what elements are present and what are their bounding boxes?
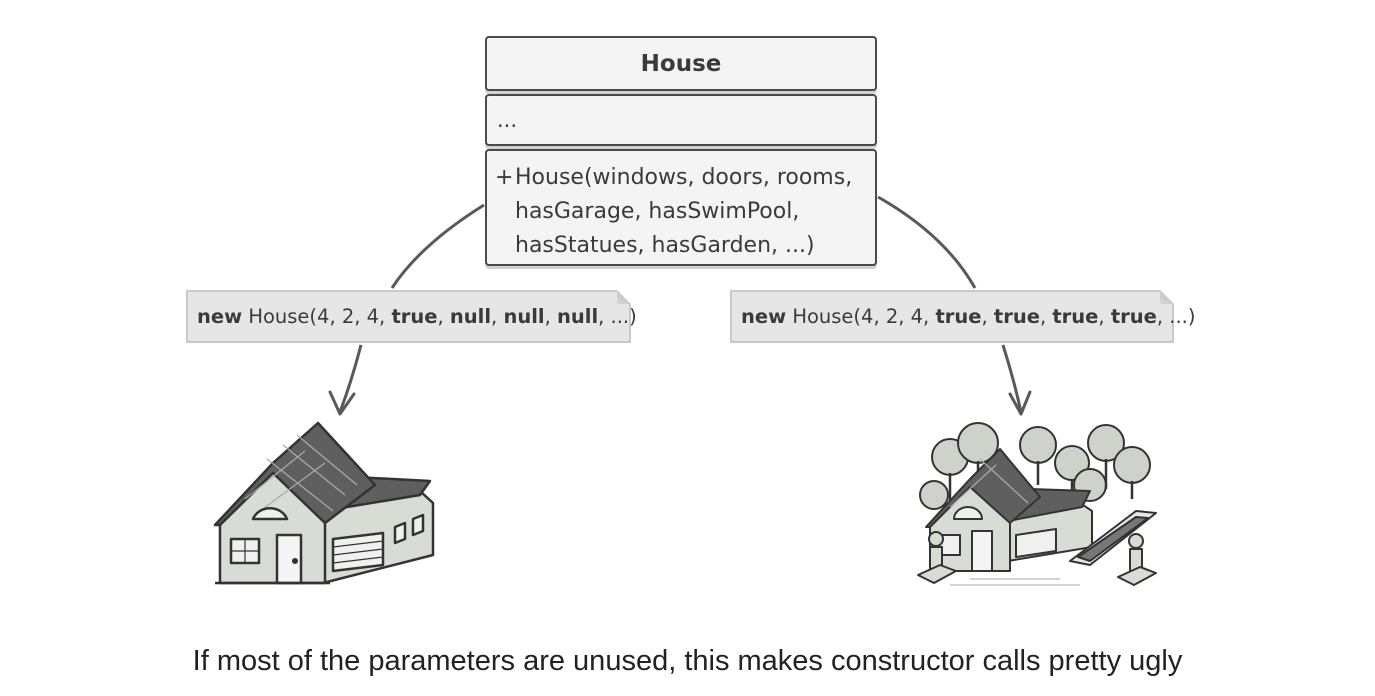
- call-tail: , ...): [1156, 305, 1196, 328]
- call-text: House(4, 2, 4,: [786, 305, 936, 328]
- separator: ,: [1039, 305, 1053, 328]
- separator: ,: [437, 305, 450, 328]
- arg-4: null: [557, 305, 599, 328]
- arg-2: null: [449, 305, 492, 328]
- new-keyword: new: [197, 305, 243, 328]
- uml-class-house: House ... + House(windows, doors, rooms,…: [485, 36, 877, 266]
- call-tail: , ...): [598, 305, 637, 328]
- left-connector-line: [390, 203, 485, 289]
- separator: ,: [981, 305, 994, 328]
- arg-4: true: [1110, 305, 1157, 328]
- left-arrow-line: [338, 344, 363, 413]
- arg-3: null: [503, 305, 545, 328]
- right-arrow-line: [1001, 344, 1023, 413]
- simple-house-icon: [213, 421, 435, 585]
- arg-1: true: [935, 305, 982, 328]
- arg-2: true: [993, 305, 1040, 328]
- note-fold-corner: [617, 290, 631, 304]
- class-methods: + House(windows, doors, rooms, hasGarage…: [485, 149, 877, 266]
- visibility-marker: +: [495, 165, 514, 190]
- constructor-line-3: hasStatues, hasGarden, ...): [515, 233, 815, 258]
- class-name: House: [485, 36, 877, 91]
- right-arrow-head: [1008, 390, 1032, 416]
- new-keyword: new: [741, 305, 787, 328]
- note-fold-corner: [1160, 290, 1174, 304]
- constructor-signature: House(windows, doors, rooms, hasGarage, …: [515, 161, 852, 264]
- separator: ,: [544, 305, 557, 328]
- class-fields: ...: [485, 94, 877, 146]
- arg-1: true: [391, 305, 438, 328]
- right-connector-line: [877, 195, 977, 289]
- constructor-line-1: House(windows, doors, rooms,: [515, 165, 853, 190]
- note-code: new House(4, 2, 4, true, true, true, tru…: [741, 305, 1195, 328]
- house-with-garden-pool-statues-icon: [917, 422, 1157, 586]
- constructor-call-note-left: new House(4, 2, 4, true, null, null, nul…: [186, 290, 637, 343]
- figure-caption: If most of the parameters are unused, th…: [192, 645, 1183, 677]
- constructor-call-note-right: new House(4, 2, 4, true, true, true, tru…: [730, 290, 1195, 343]
- call-text: House(4, 2, 4,: [242, 305, 392, 328]
- arg-3: true: [1052, 305, 1099, 328]
- separator: ,: [491, 305, 504, 328]
- constructor-line-2: hasGarage, hasSwimPool,: [515, 199, 800, 224]
- left-arrow-head: [328, 390, 356, 416]
- separator: ,: [1098, 305, 1111, 328]
- note-code: new House(4, 2, 4, true, null, null, nul…: [197, 305, 637, 328]
